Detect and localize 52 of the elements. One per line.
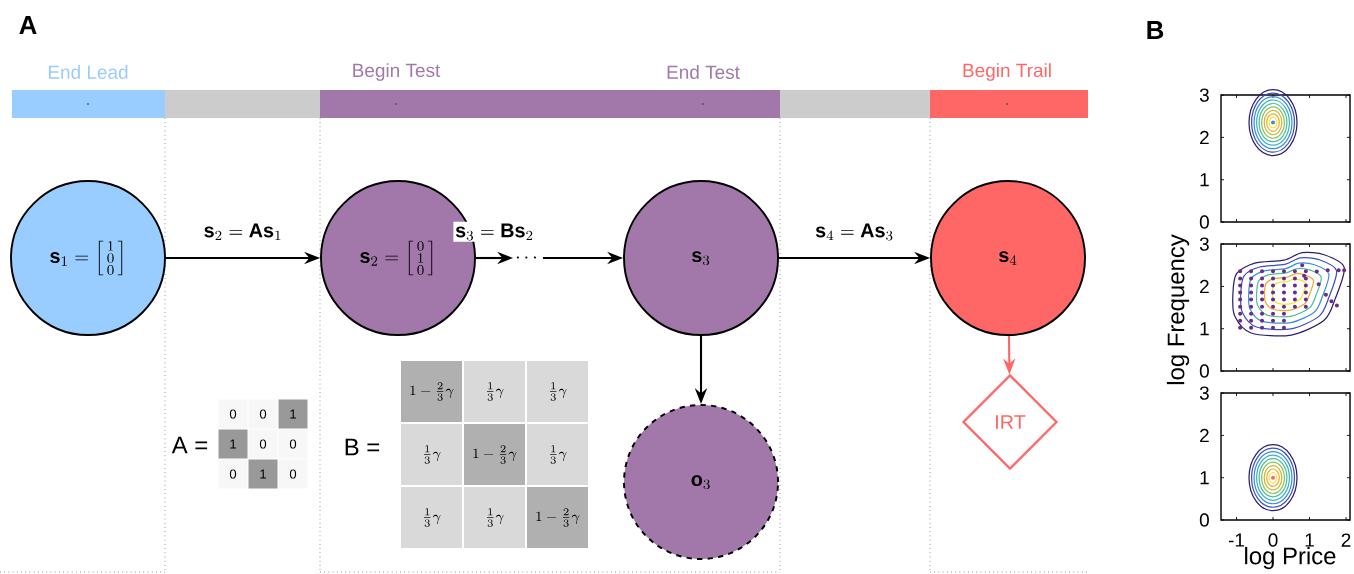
circle-node: $\mathbf{s}_1 = \left[\begin{smallmatrix}1\\0\\0\end{smallmatrix}\right]$ xyxy=(10,180,166,336)
matrix-cell: 0 xyxy=(248,399,278,429)
tick-label: 2 xyxy=(1341,533,1351,547)
matrix-cell: $\frac{1}{3}\gamma$ xyxy=(527,424,588,485)
matrix-cell: $1-\frac{2}{3}\gamma$ xyxy=(527,487,588,548)
matrix-label: B = xyxy=(345,438,380,456)
matrix-cell: $\frac{1}{3}\gamma$ xyxy=(527,361,588,422)
edge-label: $\mathbf{s}_2 = \mathbf{A}\mathbf{s}_1$ xyxy=(204,223,281,241)
matrix-cell: $\frac{1}{3}\gamma$ xyxy=(401,424,462,485)
tick-label: 0 xyxy=(1268,533,1278,547)
tick-label: -1 xyxy=(1228,533,1245,547)
tick-label: 1 xyxy=(1305,533,1314,547)
phase-label: End Lead xyxy=(48,65,128,79)
dashed-circle-node: $\mathbf{o}_3$ xyxy=(623,404,779,560)
tick-label: 0 xyxy=(1199,215,1209,229)
edge-label: $\mathbf{s}_3 = \mathbf{B}\mathbf{s}_2$ xyxy=(455,223,533,241)
tick-label: 3 xyxy=(1199,237,1209,251)
matrix-cell: $\frac{1}{3}\gamma$ xyxy=(401,487,462,548)
tick-label: 1 xyxy=(1200,173,1209,187)
matrix-cell: $1-\frac{2}{3}\gamma$ xyxy=(401,361,462,422)
ellipsis-text: $\cdots$ xyxy=(516,256,536,259)
axis-label: log Price xyxy=(1245,546,1336,570)
edge-label: $\mathbf{s}_4 = \mathbf{A}\mathbf{s}_3$ xyxy=(815,223,893,241)
tick-label: 1 xyxy=(1200,471,1209,485)
tick-label: 1 xyxy=(1200,322,1209,336)
tick-label: 2 xyxy=(1200,130,1209,145)
tick-label: 2 xyxy=(1200,279,1209,294)
matrix-cell: 1 xyxy=(218,429,248,459)
matrix-cell: 1 xyxy=(278,399,308,429)
matrix-label: A = xyxy=(171,436,208,454)
tick-label: 0 xyxy=(1199,513,1209,527)
tick-label: 3 xyxy=(1199,88,1209,102)
matrix-cell: $\frac{1}{3}\gamma$ xyxy=(464,487,525,548)
matrix-cell: 0 xyxy=(218,459,248,489)
matrix-cell: $1-\frac{2}{3}\gamma$ xyxy=(464,424,525,485)
phase-label: Begin Test xyxy=(353,63,441,81)
tick-label: 0 xyxy=(1199,364,1209,378)
matrix-cell: 0 xyxy=(278,429,308,459)
axis-label: log Frequency xyxy=(1166,234,1190,385)
circle-node: $\mathbf{s}_3$ xyxy=(623,180,779,336)
circle-node: $\mathbf{s}_4$ xyxy=(930,180,1086,336)
matrix-cell: 0 xyxy=(248,429,278,459)
tick-label: 3 xyxy=(1199,386,1209,400)
matrix-cell: 0 xyxy=(278,459,308,489)
panel-label: B xyxy=(1147,21,1164,39)
matrix-cell: $\frac{1}{3}\gamma$ xyxy=(464,361,525,422)
phase-label: Begin Trail xyxy=(963,63,1051,81)
phase-label: End Test xyxy=(667,65,740,79)
tick-label: 2 xyxy=(1200,428,1209,443)
matrix-cell: 0 xyxy=(218,399,248,429)
matrix-cell: 1 xyxy=(248,459,278,489)
panel-label: A xyxy=(19,16,37,34)
